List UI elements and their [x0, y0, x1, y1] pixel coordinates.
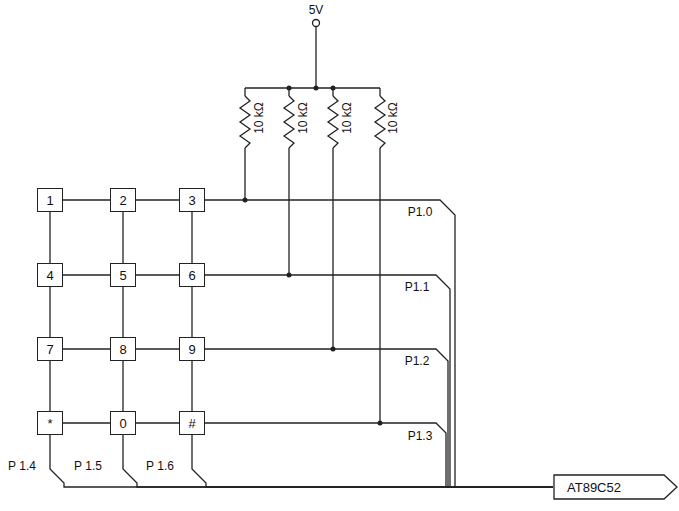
keypad-wire [63, 200, 110, 201]
resistor-value: 10 kΩ [253, 101, 265, 135]
key-label: 2 [119, 194, 126, 207]
keypad-wire [136, 423, 179, 424]
key-label: * [47, 417, 52, 430]
bus-wire [205, 275, 553, 487]
keypad-key: # [179, 411, 205, 435]
bus-wire [50, 435, 553, 487]
bus-wire [205, 200, 553, 487]
keypad-key: 0 [110, 411, 136, 435]
keypad-wire [136, 200, 179, 201]
key-label: 0 [119, 417, 126, 430]
bus-wire [123, 435, 553, 487]
keypad-wire [192, 361, 193, 411]
keypad-key: 6 [179, 263, 205, 287]
keypad-key: 1 [37, 188, 63, 212]
key-label: # [188, 417, 195, 430]
keypad-wire [136, 275, 179, 276]
key-label: 8 [119, 343, 126, 356]
resistor-value: 10 kΩ [341, 101, 353, 135]
keypad-wire [123, 361, 124, 411]
keypad-key: * [37, 411, 63, 435]
pin-label: P1.0 [407, 206, 434, 218]
keypad-wire [192, 212, 193, 263]
keypad-wire [192, 287, 193, 337]
key-label: 4 [46, 269, 53, 282]
key-label: 6 [188, 269, 195, 282]
keypad-wire [50, 287, 51, 337]
pin-label: P1.2 [404, 355, 431, 367]
key-label: 3 [188, 194, 195, 207]
keypad-key: 7 [37, 337, 63, 361]
keypad-wire [136, 349, 179, 350]
key-label: 5 [119, 269, 126, 282]
keypad-key: 4 [37, 263, 63, 287]
chip-name: AT89C52 [567, 481, 621, 494]
keypad-wire [63, 275, 110, 276]
keypad-wire [63, 423, 110, 424]
keypad-wire [50, 361, 51, 411]
resistor-value: 10 kΩ [387, 101, 399, 135]
bus-wire [205, 349, 553, 487]
pin-label: P 1.5 [73, 460, 103, 472]
bus-wire [192, 435, 553, 487]
keypad-wire [123, 287, 124, 337]
pin-label: P1.3 [407, 430, 434, 442]
key-label: 7 [46, 343, 53, 356]
keypad-key: 5 [110, 263, 136, 287]
keypad-key: 8 [110, 337, 136, 361]
pin-label: P1.1 [404, 281, 431, 293]
pin-label: P 1.6 [145, 460, 175, 472]
resistor-value: 10 kΩ [297, 101, 309, 135]
bus-wire [205, 423, 553, 487]
keypad-wire [63, 349, 110, 350]
keypad-key: 3 [179, 188, 205, 212]
microcontroller-block: AT89C52 [553, 474, 678, 500]
key-label: 1 [46, 194, 53, 207]
keypad-wire [50, 212, 51, 263]
supply-label: 5V [308, 4, 325, 16]
pin-label: P 1.4 [7, 460, 37, 472]
keypad-key: 2 [110, 188, 136, 212]
keypad-wire [123, 212, 124, 263]
key-label: 9 [188, 343, 195, 356]
keypad-key: 9 [179, 337, 205, 361]
